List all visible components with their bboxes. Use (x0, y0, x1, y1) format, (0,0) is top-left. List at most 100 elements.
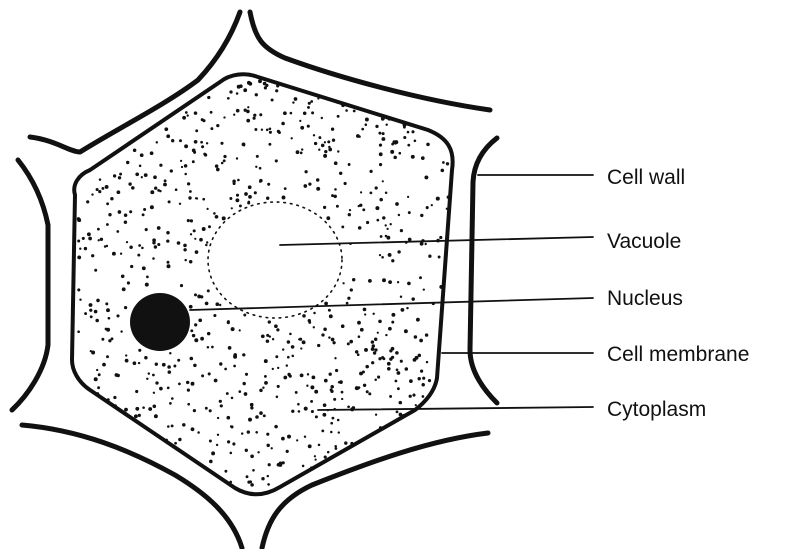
cytoplasm-granule (370, 170, 373, 173)
cytoplasm-granule (324, 456, 327, 459)
cytoplasm-granule (167, 425, 170, 428)
label-cell-membrane: Cell membrane (607, 344, 749, 365)
cytoplasm-granule (439, 236, 442, 239)
cytoplasm-granule (323, 206, 326, 209)
cytoplasm-granule (224, 470, 227, 473)
cytoplasm-granule (122, 287, 126, 291)
cytoplasm-granule (118, 176, 121, 179)
cytoplasm-granule (90, 315, 93, 318)
cytoplasm-granule (191, 382, 195, 386)
cytoplasm-granule (274, 425, 278, 429)
cytoplasm-granule (105, 185, 109, 189)
cytoplasm-granule (406, 307, 408, 309)
cytoplasm-granule (358, 335, 361, 338)
cytoplasm-granule (184, 144, 188, 148)
cytoplasm-granule (355, 350, 359, 354)
cytoplasm-granule (231, 327, 235, 331)
cytoplasm-granule (389, 357, 392, 360)
cytoplasm-granule (372, 344, 375, 347)
cytoplasm-granule (313, 312, 316, 315)
cytoplasm-granule (323, 328, 327, 332)
cytoplasm-granule (223, 159, 226, 162)
cytoplasm-granule (336, 205, 339, 208)
cytoplasm-granule (353, 110, 356, 113)
cytoplasm-granule (345, 109, 348, 112)
cytoplasm-granule (389, 349, 392, 352)
cytoplasm-granule (215, 215, 219, 219)
cytoplasm-granule (303, 112, 307, 116)
cytoplasm-granule (268, 143, 271, 146)
cytoplasm-granule (94, 310, 98, 314)
cytoplasm-granule (332, 341, 335, 344)
cytoplasm-granule (378, 320, 382, 324)
cytoplasm-granule (321, 333, 324, 336)
cytoplasm-granule (145, 283, 149, 287)
cytoplasm-granule (235, 198, 239, 202)
cytoplasm-granule (304, 407, 308, 411)
cytoplasm-granule (224, 368, 227, 371)
cytoplasm-granule (365, 365, 369, 369)
cytoplasm-granule (378, 132, 381, 135)
cytoplasm-granule (223, 155, 226, 158)
cytoplasm-granule (182, 423, 185, 426)
cytoplasm-granule (190, 357, 194, 361)
cytoplasm-granule (276, 396, 279, 399)
cytoplasm-granule (243, 88, 247, 92)
cytoplasm-granule (228, 346, 232, 350)
cytoplasm-granule (407, 144, 410, 147)
label-vacuole: Vacuole (607, 231, 681, 252)
cytoplasm-granule (89, 303, 93, 307)
cytoplasm-granule (243, 314, 246, 317)
cytoplasm-granule (311, 93, 314, 96)
cytoplasm-granule (202, 227, 206, 231)
cytoplasm-granule (152, 374, 155, 377)
cytoplasm-granule (255, 415, 259, 419)
cytoplasm-granule (318, 444, 321, 447)
cytoplasm-granule (397, 387, 400, 390)
cytoplasm-granule (189, 260, 192, 263)
cytoplasm-granule (129, 245, 132, 248)
cytoplasm-granule (395, 380, 398, 383)
cytoplasm-granule (274, 324, 278, 328)
cytoplasm-granule (155, 381, 158, 384)
cytoplasm-granule (420, 214, 423, 217)
cytoplasm-granule (436, 197, 440, 201)
cytoplasm-granule (393, 156, 397, 160)
cytoplasm-granule (402, 414, 405, 417)
cytoplasm-granule (271, 447, 273, 449)
cytoplasm-granule (291, 410, 294, 413)
cytoplasm-granule (368, 279, 372, 283)
cytoplasm-granule (88, 237, 92, 241)
cytoplasm-granule (442, 161, 445, 164)
cytoplasm-granule (428, 255, 431, 258)
cytoplasm-granule (138, 414, 141, 417)
cytoplasm-granule (362, 370, 365, 373)
cytoplasm-granule (227, 440, 230, 443)
cytoplasm-granule (380, 235, 383, 238)
cytoplasm-granule (277, 130, 280, 133)
cytoplasm-granule (388, 253, 392, 257)
cytoplasm-granule (310, 400, 313, 403)
cytoplasm-granule (379, 163, 382, 166)
cytoplasm-granule (297, 403, 300, 406)
cytoplasm-granule (227, 97, 230, 100)
cytoplasm-granule (264, 375, 267, 378)
cytoplasm-granule (159, 387, 163, 391)
cytoplasm-granule (382, 357, 385, 360)
cytoplasm-granule (287, 356, 290, 359)
cytoplasm-granule (163, 183, 167, 187)
cytoplasm-granule (401, 308, 405, 312)
cytoplasm-granule (391, 143, 394, 146)
cytoplasm-granule (169, 402, 172, 405)
cytoplasm-granule (386, 228, 388, 230)
cytoplasm-granule (420, 369, 423, 372)
cytoplasm-granule (120, 253, 122, 255)
cytoplasm-granule (180, 284, 183, 287)
cytoplasm-granule (167, 365, 171, 369)
cytoplasm-granule (164, 179, 167, 182)
cytoplasm-granule (150, 205, 154, 209)
cytoplasm-granule (128, 182, 131, 185)
cytoplasm-granule (371, 347, 375, 351)
cytoplasm-granule (97, 386, 100, 389)
cytoplasm-granule (100, 238, 103, 241)
